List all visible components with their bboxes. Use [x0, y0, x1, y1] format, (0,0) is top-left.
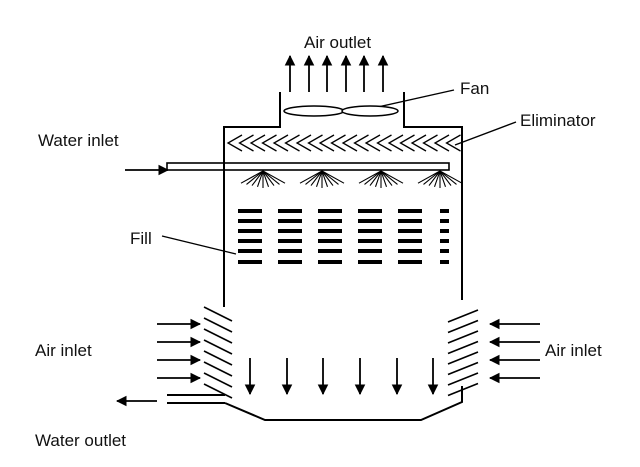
eliminator-chevron [387, 134, 404, 152]
eliminator-chevron [295, 134, 312, 152]
eliminator-label: Eliminator [520, 111, 596, 130]
eliminator-chevron [433, 134, 450, 152]
tower-outline [223, 92, 463, 307]
spray-nozzle-line [321, 170, 345, 184]
spray-nozzle-line [439, 170, 447, 187]
air-inlet-louver-left [203, 328, 233, 344]
eliminator-chevron [376, 134, 392, 152]
spray-nozzle-line [305, 170, 323, 185]
spray-nozzle-line [364, 170, 382, 185]
spray-nozzle-line [299, 170, 323, 184]
spray-nozzle-line [439, 170, 463, 184]
spray-nozzle-line [310, 170, 323, 186]
eliminator-chevron [422, 134, 438, 152]
water-outlet-label: Water outlet [35, 431, 127, 450]
air-inlet-left-label: Air inlet [35, 341, 92, 360]
air-inlet-louver-right [447, 372, 479, 386]
eliminator-chevron [238, 134, 254, 152]
fill-label: Fill [130, 229, 152, 248]
fan-leader [377, 89, 455, 108]
air-inlet-louver-right [447, 330, 479, 344]
air-inlet-louver-left [203, 339, 233, 355]
spray-nozzle-line [262, 170, 280, 185]
air-outlet-label: Air outlet [304, 33, 372, 52]
water-inlet-label: Water inlet [38, 131, 119, 150]
air-inlet-right-label: Air inlet [545, 341, 602, 360]
spray-nozzle-line [433, 170, 441, 187]
air-inlet-louver-left [203, 372, 233, 388]
spray-nozzle-line [240, 170, 264, 184]
spray-nozzle-line [369, 170, 382, 186]
eliminator-chevron [307, 134, 323, 152]
air-inlet-louver-left [203, 317, 233, 333]
air-inlet-louver-left [203, 361, 233, 377]
spray-nozzle-line [423, 170, 441, 185]
spray-nozzle-line [262, 170, 275, 186]
air-inlet-louver-right [447, 382, 479, 397]
air-inlet-louver-right [447, 361, 479, 376]
eliminator-chevron [226, 134, 243, 152]
spray-nozzle-line [262, 170, 270, 187]
air-inlet-louver-right [447, 351, 479, 365]
spray-nozzle-line [251, 170, 264, 186]
spray-nozzle-line [439, 170, 457, 185]
eliminator-chevron [284, 134, 300, 152]
spray-nozzle-line [380, 170, 388, 187]
air-inlet-louver-right [447, 319, 479, 334]
eliminator-chevron [249, 134, 266, 152]
spray-nozzle-line [439, 170, 452, 186]
spray-nozzle-line [380, 170, 404, 184]
spray-nozzle-line [417, 170, 441, 184]
spray-nozzle-line [321, 170, 329, 187]
eliminator-chevron [410, 134, 427, 152]
eliminator-chevron [399, 134, 415, 152]
spray-nozzle-line [374, 170, 382, 187]
eliminator-chevron [330, 134, 346, 152]
spray-nozzle-line [246, 170, 264, 185]
eliminator-chevron [445, 134, 461, 152]
air-inlet-louver-left [203, 383, 233, 399]
eliminator-chevron [261, 134, 277, 152]
spray-nozzle-line [256, 170, 264, 187]
eliminator-leader [454, 121, 517, 146]
spray-nozzle-line [380, 170, 393, 186]
spray-nozzle-line [262, 170, 286, 184]
air-inlet-louver-left [203, 306, 233, 322]
water-distribution-pipe [166, 162, 450, 171]
eliminator-chevron [272, 134, 289, 152]
fan [283, 105, 399, 117]
fan-label: Fan [460, 79, 490, 98]
spray-nozzle-line [321, 170, 339, 185]
basin [224, 386, 463, 421]
spray-nozzle-line [358, 170, 382, 184]
spray-nozzle-line [315, 170, 323, 187]
spray-nozzle-line [321, 170, 334, 186]
eliminator-chevron [341, 134, 358, 152]
air-inlet-louver-right [447, 309, 479, 323]
spray-nozzle-line [428, 170, 441, 186]
fill-leader [161, 235, 237, 255]
eliminator-chevron [318, 134, 335, 152]
spray-nozzle-line [380, 170, 398, 185]
eliminator-chevron [364, 134, 381, 152]
eliminator-chevron [353, 134, 369, 152]
air-inlet-louver-right [447, 340, 479, 355]
air-inlet-louver-left [203, 350, 233, 366]
